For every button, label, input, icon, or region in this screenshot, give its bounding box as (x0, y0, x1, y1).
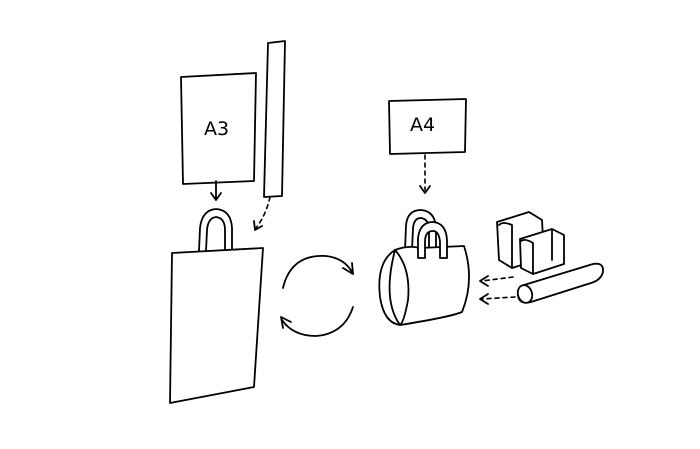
books-icon (496, 211, 565, 275)
round-tote-bag (378, 209, 470, 326)
rolled-paper-icon (516, 262, 604, 304)
a3-label: A3 (204, 118, 229, 140)
dashed-arrow-roll-to-bag (479, 293, 516, 305)
a4-sheet: A4 (388, 98, 467, 155)
handle-strip (263, 40, 286, 198)
dashed-arrow-a4-to-bag (419, 154, 431, 194)
a4-label: A4 (410, 114, 435, 136)
cycle-arrows-icon (280, 255, 354, 337)
a3-sheet: A3 (180, 72, 257, 185)
flat-tote-bag (169, 208, 264, 404)
dashed-arrow-strip-to-handle (253, 196, 271, 231)
arrow-a3-to-bag (210, 180, 222, 201)
dashed-arrow-books-to-bag (479, 275, 514, 287)
